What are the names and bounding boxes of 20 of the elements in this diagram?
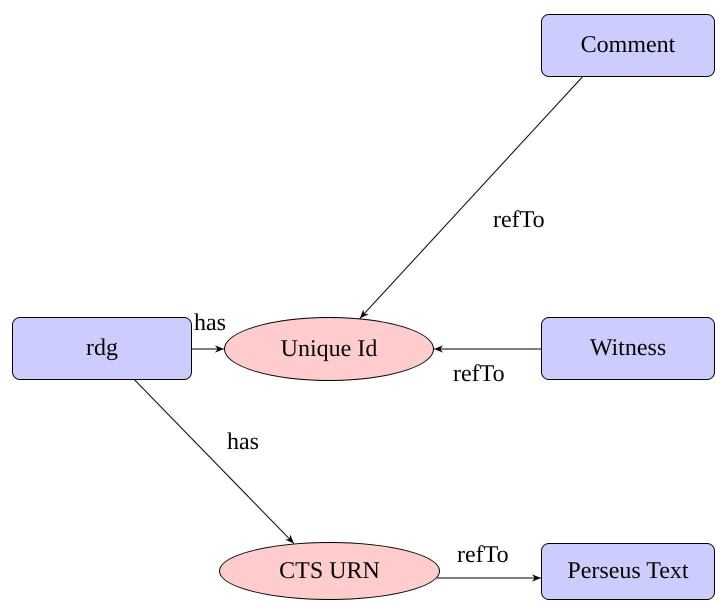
entity-box [541,14,715,77]
entity-box [541,543,715,600]
edge-label: refTo [453,362,505,386]
arrow [436,574,542,582]
entity-box [12,317,192,380]
edge-label: has [227,430,259,454]
node-label: CTS URN [279,558,380,584]
edge-label: refTo [457,543,509,567]
edge-label: refTo [493,208,545,232]
node-label: rdg [86,335,118,362]
node-label: Comment [580,32,676,59]
arrow [359,76,583,319]
edge-label: has [194,311,226,335]
arrow [434,345,542,353]
arrow [192,345,224,353]
node-label: Perseus Text [567,558,689,585]
node-label: Unique Id [280,336,378,362]
entity-box [541,317,715,380]
arrow [134,380,294,544]
node-label: Witness [590,335,666,362]
